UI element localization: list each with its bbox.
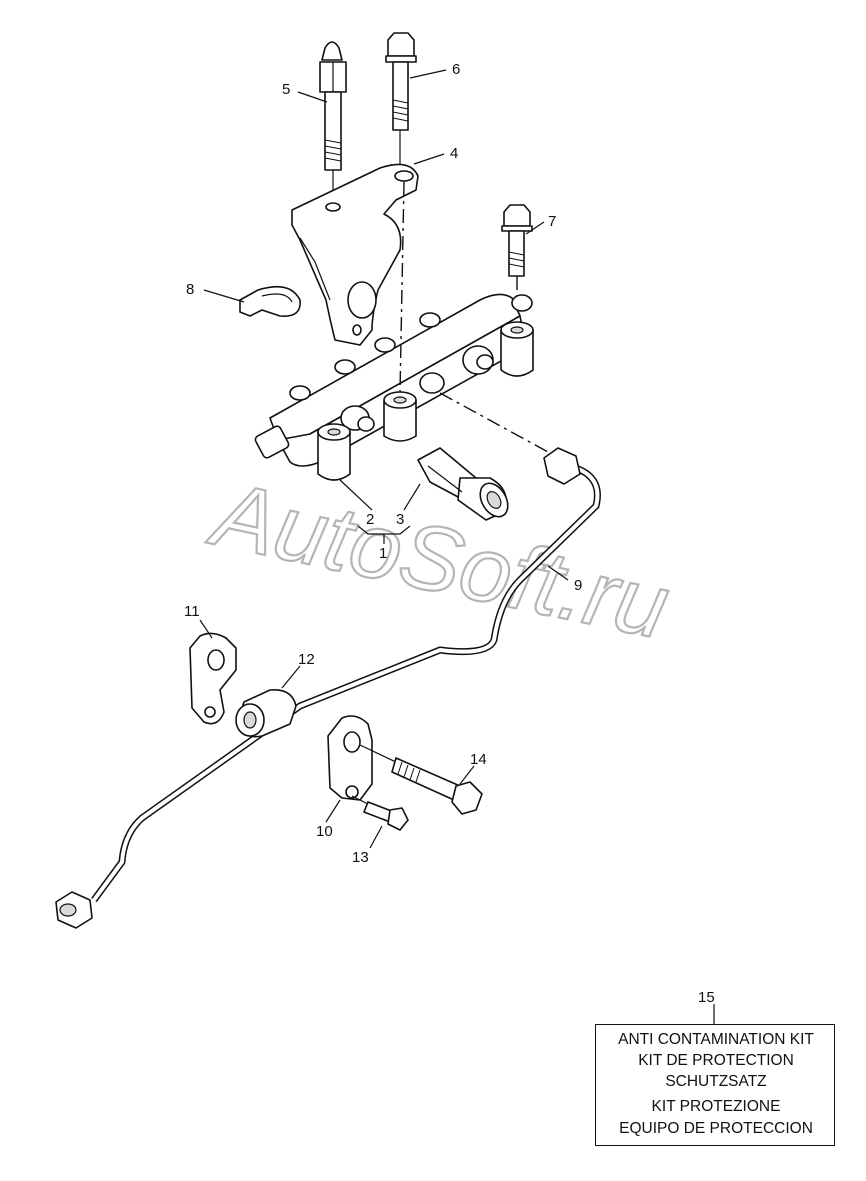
- part-3-valve: [417, 447, 509, 521]
- part-6-bolt: [385, 32, 417, 165]
- callout-9: 9: [574, 577, 582, 594]
- part-spacer-left: [317, 423, 351, 481]
- callout-1: 1: [379, 545, 387, 562]
- callout-4: 4: [450, 145, 458, 162]
- part-8-clip: [239, 285, 301, 317]
- part-13-screw: [351, 795, 409, 831]
- watermark: AutoSoft.ru: [201, 462, 677, 659]
- kit-line-fr: KIT DE PROTECTION: [638, 1052, 794, 1069]
- callout-8: 8: [186, 281, 194, 298]
- part-14-bolt: [359, 744, 483, 815]
- callout-5: 5: [282, 81, 290, 98]
- part-11-clamp: [189, 632, 237, 725]
- callout-10: 10: [316, 823, 333, 840]
- callout-2: 2: [366, 511, 374, 528]
- callout-14: 14: [470, 751, 487, 768]
- anti-contamination-kit-box: ANTI CONTAMINATION KIT KIT DE PROTECTION…: [595, 1024, 835, 1146]
- part-4-bracket: [291, 163, 419, 346]
- callout-11: 11: [184, 603, 200, 620]
- callout-15: 15: [698, 989, 715, 1006]
- part-spacer-right: [500, 321, 534, 377]
- callout-12: 12: [298, 651, 315, 668]
- part-spacer-middle: [383, 391, 417, 442]
- callout-13: 13: [352, 849, 369, 866]
- leader-lines: [199, 69, 715, 1024]
- axis-bolt-6: [399, 181, 405, 393]
- callout-7: 7: [548, 213, 556, 230]
- kit-line-en: ANTI CONTAMINATION KIT: [618, 1031, 814, 1048]
- callout-3: 3: [396, 511, 404, 528]
- kit-line-es: EQUIPO DE PROTECCION: [619, 1120, 813, 1137]
- part-7-bolt: [501, 204, 533, 325]
- part-10-clamp: [327, 715, 373, 801]
- kit-line-de: SCHUTZSATZ: [665, 1073, 767, 1090]
- part-5-stud: [319, 41, 347, 205]
- part-9-fuel-pipe: [55, 447, 601, 929]
- kit-line-it: KIT PROTEZIONE: [651, 1098, 781, 1115]
- callout-6: 6: [452, 61, 460, 78]
- part-12-grommet: [235, 689, 297, 738]
- axis-port-right: [439, 392, 549, 453]
